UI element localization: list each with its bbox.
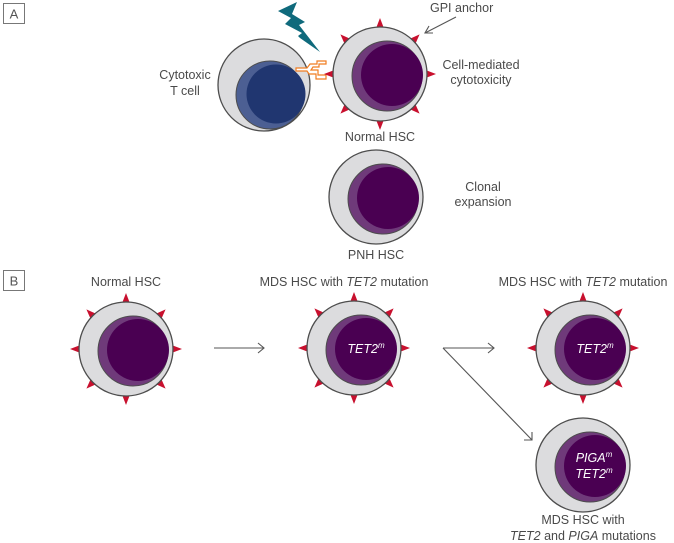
gpi-anchor-icon <box>340 34 351 45</box>
gpi-anchor-icon <box>340 103 351 114</box>
tcell-label-line2: T cell <box>170 84 200 98</box>
gpi-anchor-icon <box>298 344 309 352</box>
cell-nucleus <box>564 435 626 497</box>
gpi-anchor-icon <box>612 377 623 388</box>
cytotoxicity-label-line1: Cell-mediated <box>442 58 519 72</box>
lightning-bolt-icon <box>278 2 320 52</box>
t-cell-receptor-icon <box>295 60 327 80</box>
gpi-anchor-icon <box>383 308 394 319</box>
mds-tet2-title-2: MDS HSC with TET2 mutation <box>499 275 668 289</box>
gpi-anchor-icon <box>628 344 639 352</box>
gpi-anchor-icon <box>350 393 358 404</box>
gpi-anchor-icon <box>527 344 538 352</box>
panel-a-label: A <box>10 7 19 22</box>
gpi-anchor-icon <box>171 345 182 353</box>
gpi-anchor-icon <box>122 293 130 304</box>
gpi-anchor-icon <box>376 119 384 130</box>
panel-a: A Cytotoxic T cell Normal HSC GPI anchor… <box>3 1 520 262</box>
mds-tet2-cell-1 <box>298 292 410 404</box>
panel-b-label: B <box>10 274 19 289</box>
cytotoxic-t-cell <box>217 38 311 132</box>
gpi-anchor-icon <box>155 378 166 389</box>
gpi-anchor-icon <box>579 292 587 303</box>
pnh-hsc-label: PNH HSC <box>348 248 404 262</box>
mutation-label-tet2-1: TET2m <box>347 341 385 356</box>
normal-hsc-label: Normal HSC <box>345 130 415 144</box>
gpi-anchor-icon <box>324 70 335 78</box>
gpi-anchor-icon <box>543 377 554 388</box>
gpi-anchor-icon <box>314 308 325 319</box>
arrow-mds-to-mds <box>443 342 495 354</box>
gpi-anchor-icon <box>155 309 166 320</box>
tcell-label-line1: Cytotoxic <box>159 68 210 82</box>
mutation-label-tet2-3: TET2m <box>575 466 613 481</box>
mds-tet2-piga-cell <box>535 417 631 513</box>
normal-hsc-cell-b <box>70 293 182 405</box>
clonal-expansion-label-line1: Clonal <box>465 180 500 194</box>
panel-a-label-box <box>3 3 25 24</box>
gpi-anchor-icon <box>543 308 554 319</box>
cell-nucleus <box>335 318 397 380</box>
gpi-anchor-icon <box>409 34 420 45</box>
pnh-hsc-cell <box>328 149 424 245</box>
mutation-label-tet2-2: TET2m <box>576 341 614 356</box>
cytotoxicity-label-line2: cytotoxicity <box>450 73 512 87</box>
cell-nucleus <box>564 318 626 380</box>
gpi-anchor-icon <box>122 394 130 405</box>
mds-tet2-piga-caption-line2: TET2 and PIGA mutations <box>510 529 656 543</box>
gpi-anchor-arrow <box>424 16 457 34</box>
gpi-anchor-icon <box>579 393 587 404</box>
arrow-normal-to-mds <box>214 342 265 354</box>
gpi-anchor-icon <box>70 345 81 353</box>
gpi-anchor-label: GPI anchor <box>430 1 493 15</box>
panel-b-label-box <box>3 270 25 291</box>
gpi-anchor-icon <box>425 70 436 78</box>
cell-nucleus <box>361 44 423 106</box>
gpi-anchor-icon <box>383 377 394 388</box>
clonal-expansion-label-line2: expansion <box>455 195 512 209</box>
gpi-anchor-icon <box>86 309 97 320</box>
gpi-anchor-icon <box>314 377 325 388</box>
gpi-anchor-icon <box>399 344 410 352</box>
mds-tet2-title-1: MDS HSC with TET2 mutation <box>260 275 429 289</box>
mds-tet2-cell-2 <box>527 292 639 404</box>
gpi-anchor-icon <box>376 18 384 29</box>
cell-nucleus <box>357 167 419 229</box>
normal-hsc-title: Normal HSC <box>91 275 161 289</box>
mutation-label-piga: PIGAm <box>576 450 613 465</box>
arrow-mds-to-piga <box>442 347 533 441</box>
cell-nucleus <box>107 319 169 381</box>
gpi-anchor-icon <box>612 308 623 319</box>
mds-tet2-piga-caption-line1: MDS HSC with <box>541 513 624 527</box>
panel-b: B Normal HSC MDS HSC with TET2 mutation … <box>3 270 668 543</box>
gpi-anchor-icon <box>350 292 358 303</box>
gpi-anchor-icon <box>409 103 420 114</box>
normal-hsc-cell <box>324 18 436 130</box>
gpi-anchor-icon <box>86 378 97 389</box>
